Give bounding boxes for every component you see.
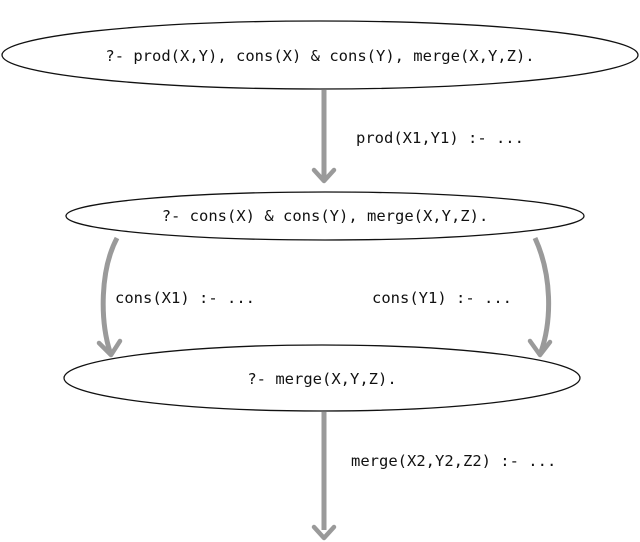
goal-node-2-label: ?- cons(X) & cons(Y), merge(X,Y,Z). [162,207,489,225]
edge-cons-y-resolution [527,236,553,358]
edge-merge-resolution [311,412,337,541]
edge-cons-x-label: cons(X1) :- ... [115,289,255,307]
goal-node-3: ?- merge(X,Y,Z). [63,344,581,412]
edge-cons-x-resolution [96,236,123,358]
goal-node-2: ?- cons(X) & cons(Y), merge(X,Y,Z). [65,191,585,241]
edge-merge-label: merge(X2,Y2,Z2) :- ... [351,452,556,470]
goal-node-1: ?- prod(X,Y), cons(X) & cons(Y), merge(X… [1,20,639,90]
edge-prod-label: prod(X1,Y1) :- ... [356,129,524,147]
goal-node-3-label: ?- merge(X,Y,Z). [247,370,396,388]
edge-prod-resolution [311,90,337,184]
goal-node-1-label: ?- prod(X,Y), cons(X) & cons(Y), merge(X… [105,47,534,65]
edge-cons-y-label: cons(Y1) :- ... [372,289,512,307]
